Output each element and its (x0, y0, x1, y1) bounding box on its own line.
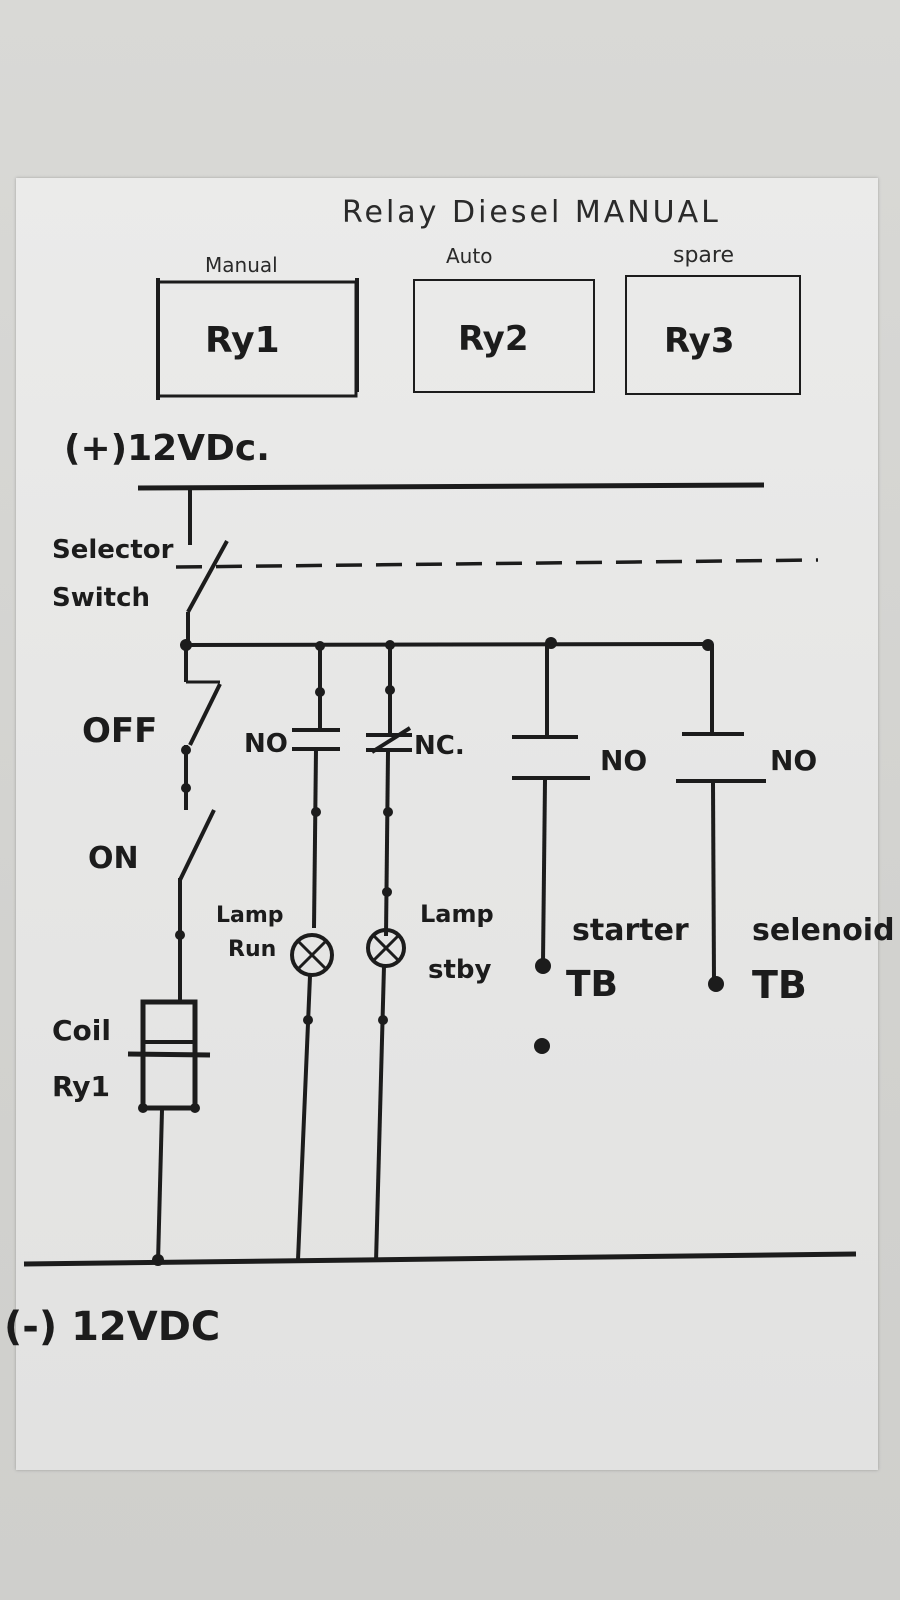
lamp-stby-icon (366, 928, 406, 968)
solenoid-label-line2: TB (752, 963, 807, 1007)
negative-rail (23, 1251, 857, 1267)
negative-supply-label: (-) 12VDC (4, 1304, 220, 1350)
starter-label-line2: TB (566, 964, 618, 1005)
coil-ry1 (127, 999, 211, 1113)
contact-nc-slash (370, 726, 412, 754)
lamp-run-label-line2: Run (228, 937, 276, 962)
selector-linkage (175, 558, 819, 569)
lamp-run-icon (290, 933, 334, 977)
relay-caption-ry3: spare (673, 243, 734, 268)
selector-label-line2: Switch (52, 583, 150, 613)
off-label: OFF (82, 711, 157, 751)
solenoid-label-line1: selenoid (752, 913, 895, 948)
positive-rail (137, 482, 765, 491)
relay-box-ry1 (156, 278, 359, 400)
contact-no1-label: NO (244, 729, 288, 759)
contact-nc-label: NC. (414, 731, 465, 761)
distribution-bus (185, 642, 709, 647)
contact-no2-label: NO (600, 744, 647, 777)
lamp-stby-label-line2: stby (428, 955, 492, 985)
starter-label-line1: starter (572, 913, 689, 948)
relay-label-ry3: Ry3 (664, 321, 734, 361)
relay-label-ry2: Ry2 (458, 319, 528, 359)
selector-label-line1: Selector (52, 535, 174, 565)
relay-caption-ry2: Auto (446, 244, 492, 268)
lamp-stby-label-line1: Lamp (420, 900, 494, 928)
coil-label-line2: Ry1 (52, 1070, 110, 1103)
relay-box-ry3 (625, 275, 801, 395)
relay-label-ry1: Ry1 (205, 320, 280, 361)
contact-no3-label: NO (770, 744, 817, 777)
relay-caption-ry1: Manual (205, 253, 278, 277)
diagram-title: Relay Diesel MANUAL (342, 195, 721, 230)
positive-supply-label: (+)12VDc. (64, 428, 270, 469)
coil-label-line1: Coil (52, 1014, 111, 1047)
relay-box-ry2 (413, 279, 595, 393)
lamp-run-label-line1: Lamp (216, 903, 284, 928)
on-label: ON (88, 841, 139, 876)
